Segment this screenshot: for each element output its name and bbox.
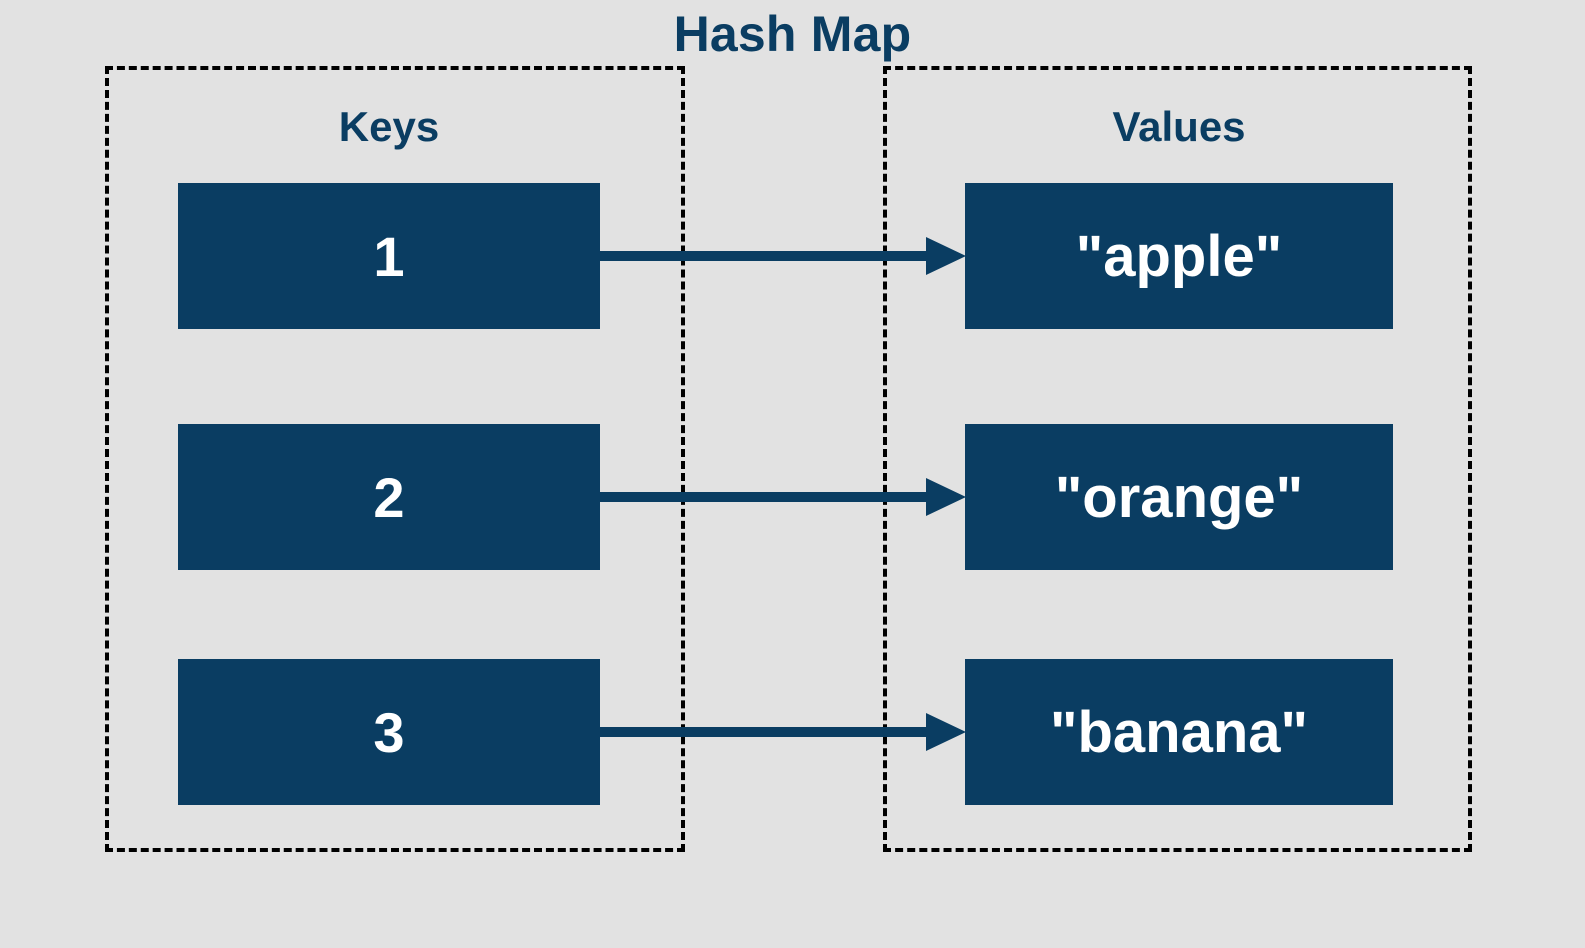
value-box-1: "apple" (965, 183, 1393, 329)
key-box-2: 2 (178, 424, 600, 570)
value-box-2: "orange" (965, 424, 1393, 570)
key-box-3: 3 (178, 659, 600, 805)
values-panel (883, 66, 1472, 852)
keys-column-heading: Keys (338, 103, 440, 150)
values-column-heading: Values (1112, 103, 1246, 150)
key-box-1: 1 (178, 183, 600, 329)
value-box-3: "banana" (965, 659, 1393, 805)
page-title: Hash Map (673, 6, 912, 62)
keys-panel (105, 66, 685, 852)
